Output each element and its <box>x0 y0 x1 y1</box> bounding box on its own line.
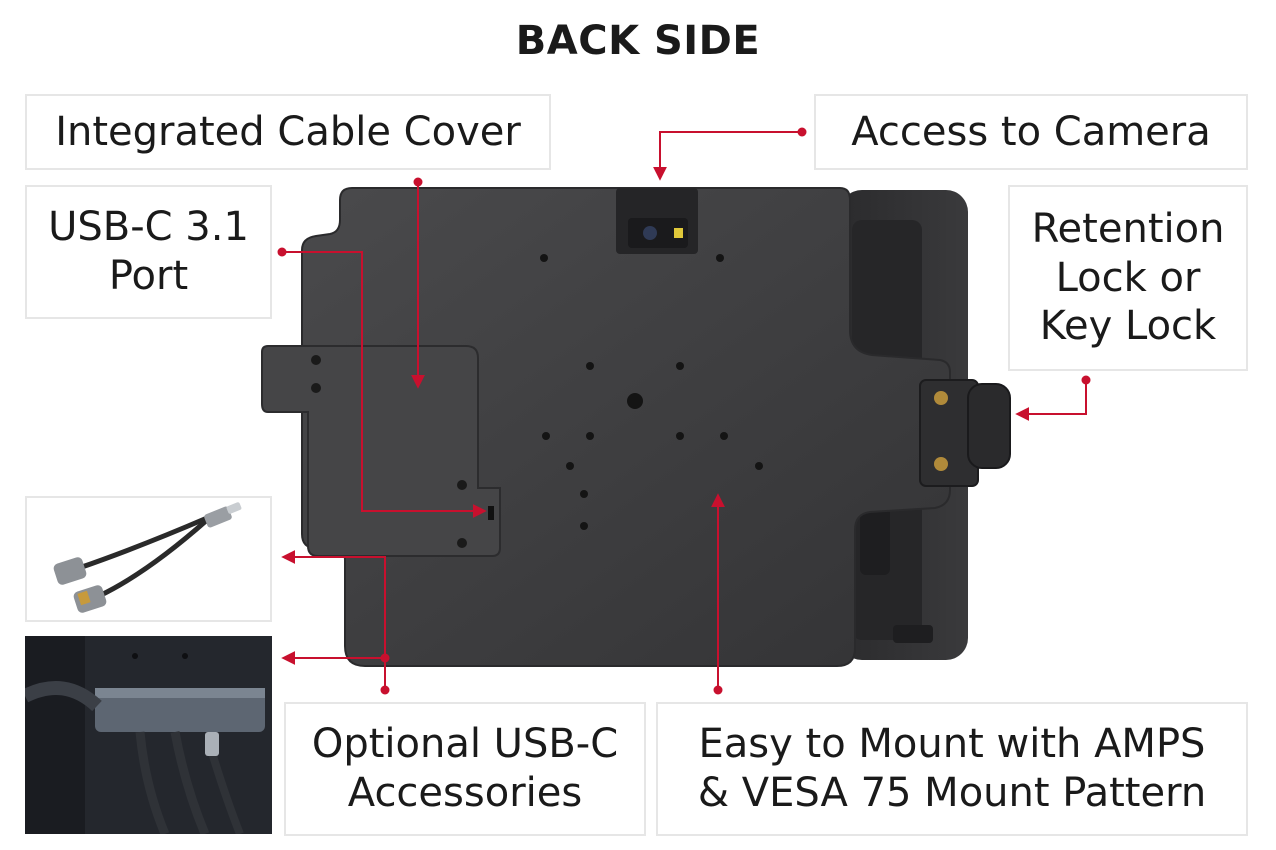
accessory-y-cable-image <box>25 496 272 622</box>
dock-hub-icon <box>25 636 272 834</box>
leader-camera <box>653 131 802 181</box>
callout-easy-mount: Easy to Mount with AMPS & VESA 75 Mount … <box>656 702 1248 836</box>
callout-access-to-camera: Access to Camera <box>814 94 1248 170</box>
page-title: BACK SIDE <box>515 18 761 64</box>
y-cable-icon <box>53 502 242 613</box>
callout-retention-lock: Retention Lock or Key Lock <box>1008 185 1248 371</box>
retention-lock <box>919 379 1011 487</box>
callout-usb-c-port: USB-C 3.1 Port <box>25 185 272 319</box>
callout-optional-accessories: Optional USB-C Accessories <box>284 702 646 836</box>
leader-retention-lock <box>1015 380 1087 421</box>
callout-integrated-cable-cover: Integrated Cable Cover <box>25 94 551 170</box>
leader-usb-port <box>282 251 487 518</box>
mount-holes <box>540 254 763 530</box>
leader-accessories <box>281 550 386 690</box>
accessory-dock-image <box>25 636 272 834</box>
camera-window <box>616 188 698 254</box>
cable-cover <box>261 345 501 557</box>
